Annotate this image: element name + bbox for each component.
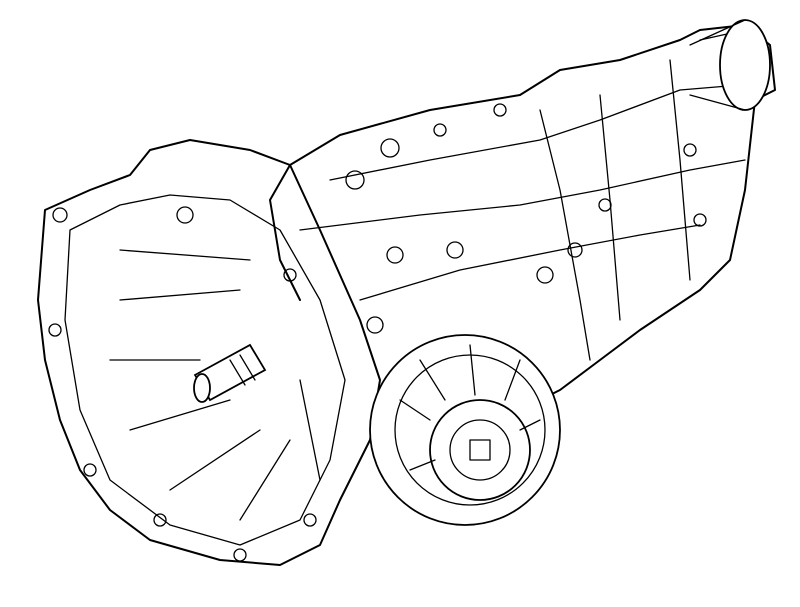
output-flange (369, 334, 561, 526)
bolts (345, 103, 707, 334)
rear-extension (689, 19, 771, 111)
bell-housing (37, 139, 381, 566)
main-case (269, 24, 776, 401)
input-shaft (193, 343, 267, 403)
